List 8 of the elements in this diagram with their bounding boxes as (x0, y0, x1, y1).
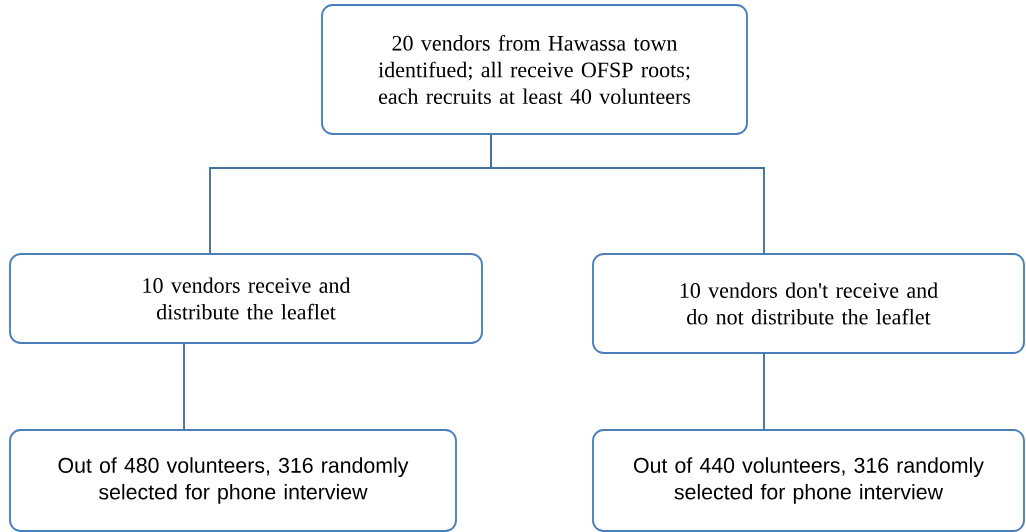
connector-line (183, 343, 185, 430)
process-box: Out of 440 volunteers, 316 randomly selected for phone interview (592, 429, 1025, 532)
connector-line (763, 353, 765, 430)
process-box: Out of 480 volunteers, 316 randomly selected for phone interview (9, 429, 457, 532)
process-box: 10 vendors don't receive and do not distribute the leaflet (592, 253, 1025, 354)
process-box: 20 vendors from Hawassa town identifued; all receive OFSP roots; each recruits at least 40 volunteers (321, 4, 748, 135)
connector-line (490, 134, 765, 254)
process-box: 10 vendors receive and distribute the leaflet (9, 253, 483, 344)
